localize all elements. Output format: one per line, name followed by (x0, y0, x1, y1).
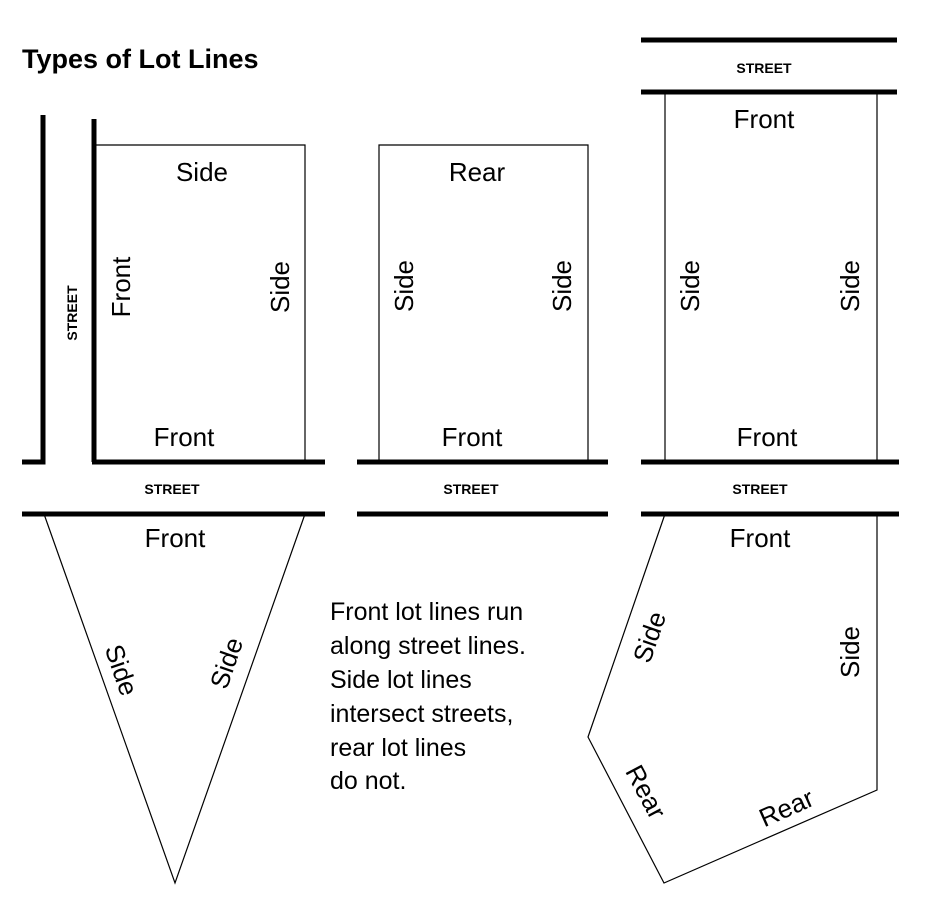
note-line: Front lot lines run (330, 598, 523, 626)
through-lot-front-label-bottom: Front (737, 422, 798, 452)
irregular-lot-side-label-right: Side (835, 626, 865, 678)
lot-lines-note: Front lot lines run along street lines. … (330, 598, 526, 795)
note-line: do not. (330, 767, 406, 795)
note-line: along street lines. (330, 632, 526, 660)
main-street: STREET STREET STREET (22, 481, 899, 517)
corner-lot-side-label-right: Side (265, 261, 295, 313)
through-lot: STREET Front Side Side Front (641, 37, 899, 465)
side-street-line (22, 115, 46, 465)
through-lot-side-label-left: Side (675, 260, 705, 312)
corner-lot: STREET Side Front Side Front (22, 115, 325, 465)
through-lot-top-street-label: STREET (736, 60, 792, 76)
triangular-lot-front-label: Front (145, 523, 206, 553)
through-lot-front-label-top: Front (734, 104, 795, 134)
irregular-lot: Front Side Side Rear Rear (587, 513, 878, 884)
irregular-lot-front-label: Front (730, 523, 791, 553)
through-lot-side-label-right: Side (835, 260, 865, 312)
irregular-lot-rear-label-bottom: Rear (754, 782, 818, 832)
interior-lot: Rear Side Side Front (357, 144, 608, 465)
interior-lot-front-label: Front (442, 422, 503, 452)
interior-lot-boundary (378, 144, 589, 462)
irregular-lot-rear-label-left: Rear (619, 760, 672, 824)
note-line: rear lot lines (330, 734, 466, 762)
interior-lot-side-label-right: Side (547, 260, 577, 312)
triangular-lot-boundary (43, 513, 306, 885)
irregular-lot-side-label-left: Side (627, 608, 672, 667)
side-street-label: STREET (64, 285, 80, 341)
street-label-left: STREET (144, 481, 200, 497)
interior-lot-side-label-left: Side (389, 260, 419, 312)
triangular-lot-side-label-right: Side (204, 634, 249, 693)
note-line: Side lot lines (330, 666, 472, 694)
corner-lot-front-label-left: Front (106, 256, 136, 317)
street-label-right: STREET (732, 481, 788, 497)
irregular-lot-boundary (587, 513, 878, 884)
triangular-lot: Front Side Side (43, 513, 306, 885)
corner-lot-side-label-top: Side (176, 157, 228, 187)
corner-lot-front-label-bottom: Front (154, 422, 215, 452)
triangular-lot-side-label-left: Side (99, 641, 144, 700)
diagram-title: Types of Lot Lines (22, 44, 259, 74)
street-label-middle: STREET (443, 481, 499, 497)
note-line: intersect streets, (330, 700, 513, 728)
interior-lot-rear-label: Rear (449, 157, 506, 187)
corner-lot-boundary (94, 144, 306, 462)
